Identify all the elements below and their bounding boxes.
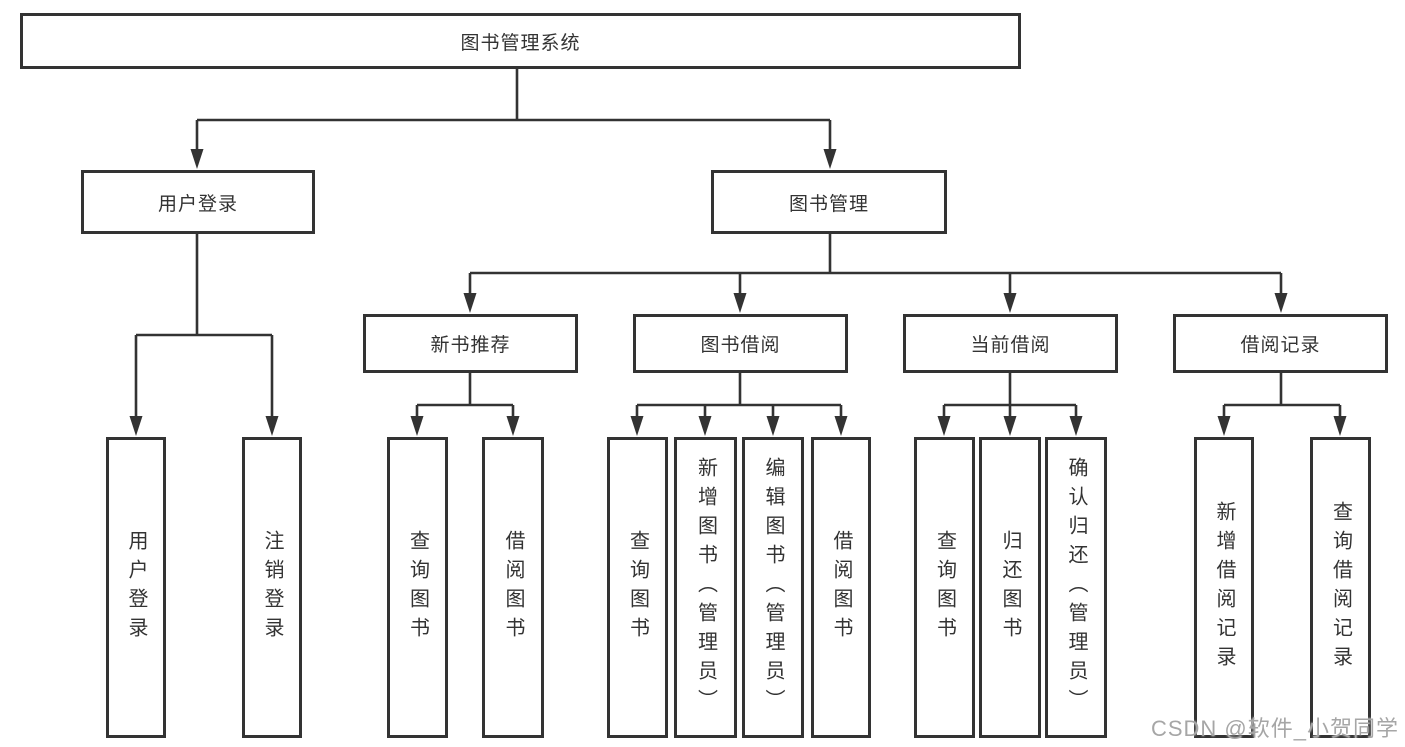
leaf-query-book-current: 查询图书 [914,437,975,738]
leaf-logout-label: 注销登录 [261,529,283,646]
node-new-book-label: 新书推荐 [430,335,511,356]
leaf-user-login-label: 用户登录 [125,529,147,646]
node-current-borrow: 当前借阅 [903,314,1118,373]
leaf-query-book-new: 查询图书 [387,437,448,738]
node-book-borrow-label: 图书借阅 [700,335,781,356]
leaf-borrow-book-borrow: 借阅图书 [811,437,871,738]
leaf-query-record: 查询借阅记录 [1310,437,1371,738]
leaf-add-record: 新增借阅记录 [1194,437,1254,738]
node-book-mgmt-label: 图书管理 [788,193,869,215]
leaf-query-book-borrow-label: 查询图书 [626,529,649,646]
node-book-mgmt: 图书管理 [711,170,947,234]
node-user-login-label: 用户登录 [157,193,238,215]
leaf-add-book: 新增图书（管理员） [674,437,737,738]
leaf-user-login: 用户登录 [106,437,166,738]
leaf-query-book-borrow: 查询图书 [607,437,668,738]
csdn-watermark: CSDN @软件_小贺同学 [1150,716,1399,741]
node-new-book: 新书推荐 [363,314,578,373]
node-root: 图书管理系统 [20,13,1021,69]
node-user-login: 用户登录 [81,170,315,234]
leaf-borrow-book-new: 借阅图书 [482,437,544,738]
leaf-add-record-label: 新增借阅记录 [1213,500,1235,675]
leaf-edit-book-label: 编辑图书（管理员） [762,457,784,718]
leaf-confirm-return-label: 确认归还（管理员） [1065,457,1087,718]
node-root-label: 图书管理系统 [460,32,581,54]
leaf-borrow-book-borrow-label: 借阅图书 [830,529,852,646]
leaf-query-book-current-label: 查询图书 [933,529,956,646]
node-current-borrow-label: 当前借阅 [970,335,1051,356]
leaf-query-book-new-label: 查询图书 [406,529,429,646]
leaf-query-record-label: 查询借阅记录 [1329,500,1352,675]
leaf-confirm-return: 确认归还（管理员） [1045,437,1107,738]
leaf-return-book-label: 归还图书 [999,529,1021,646]
node-borrow-record: 借阅记录 [1173,314,1388,373]
node-borrow-record-label: 借阅记录 [1240,335,1321,356]
leaf-logout: 注销登录 [242,437,302,738]
leaf-return-book: 归还图书 [979,437,1041,738]
leaf-add-book-label: 新增图书（管理员） [694,457,717,718]
leaf-edit-book: 编辑图书（管理员） [742,437,804,738]
node-book-borrow: 图书借阅 [633,314,848,373]
leaf-borrow-book-new-label: 借阅图书 [502,529,524,646]
connector-skeleton [136,68,1340,407]
